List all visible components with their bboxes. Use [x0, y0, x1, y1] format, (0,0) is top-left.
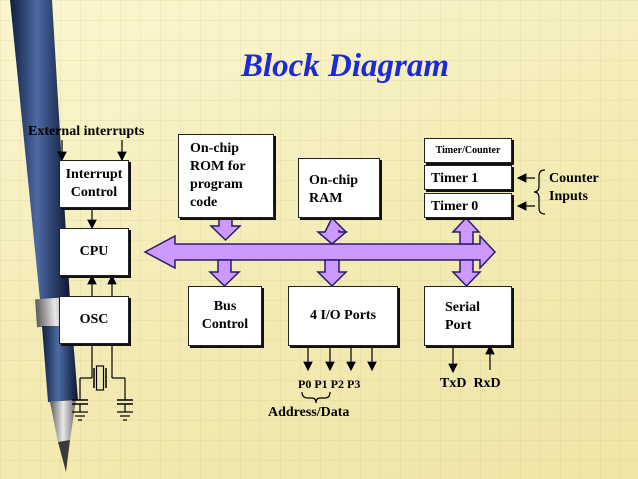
external-interrupts-label: External interrupts — [28, 124, 145, 139]
serial-pins-label: TxD RxD — [440, 376, 501, 391]
ram-bus-arrow — [315, 216, 349, 245]
io-bus-arrow — [316, 259, 348, 288]
io-ports-pin-label: P0 P1 P2 P3 — [298, 377, 361, 391]
io-ports-block: 4 I/O Ports — [288, 286, 398, 346]
timer-counter-block: Timer/Counter — [424, 138, 512, 163]
timer0-block: Timer 0 — [424, 193, 512, 218]
serial-port-block: Serial Port — [424, 286, 512, 346]
counter-inputs-label: Counter Inputs — [549, 171, 599, 204]
bus-control-block: Bus Control — [188, 286, 262, 346]
address-data-label: Address/Data — [268, 405, 350, 420]
ram-block: On-chip RAM — [298, 158, 380, 218]
interrupt-control-block: Interrupt Control — [59, 160, 129, 208]
timer1-block: Timer 1 — [424, 165, 512, 190]
system-bus — [143, 234, 497, 270]
bus-control-arrow — [208, 259, 241, 288]
timer-bus-arrow — [451, 216, 481, 245]
cpu-block: CPU — [59, 228, 129, 276]
rom-bus-arrow — [209, 217, 242, 242]
osc-block: OSC — [59, 296, 129, 344]
rom-block: On-chip ROM for program code — [178, 134, 274, 218]
slide-title: Block Diagram — [240, 48, 450, 84]
serial-bus-arrow — [451, 259, 482, 288]
